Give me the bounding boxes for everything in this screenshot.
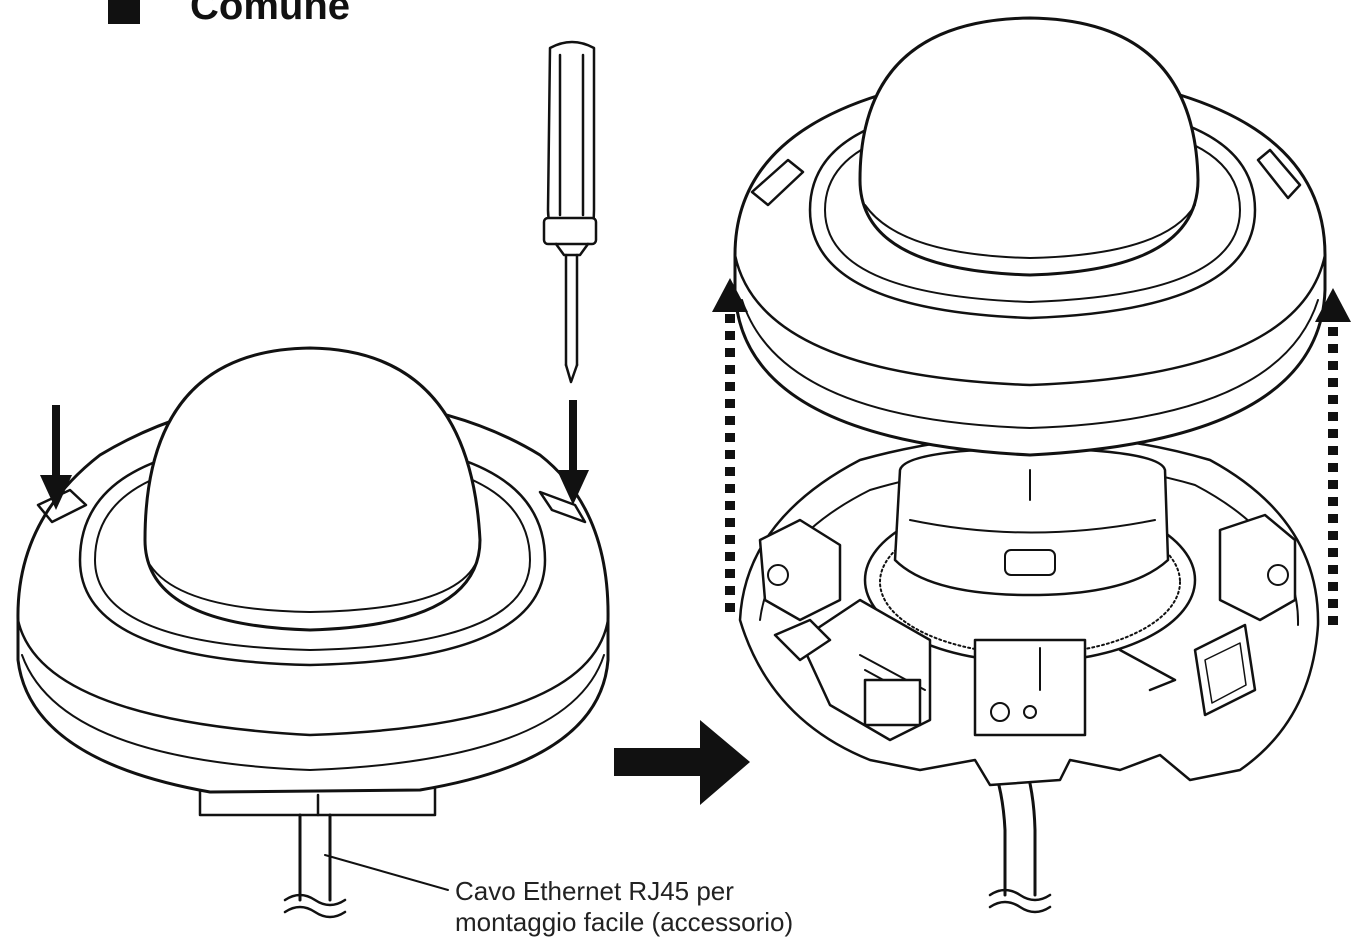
dotted-arrow-up-icon bbox=[712, 278, 748, 612]
square-bullet-icon bbox=[108, 0, 140, 24]
dome-cover bbox=[143, 346, 482, 632]
screw-slot-right bbox=[1256, 148, 1302, 200]
section-title: Comune bbox=[190, 0, 350, 28]
callout-line-1: Cavo Ethernet RJ45 per bbox=[455, 876, 734, 906]
camera-exploded bbox=[712, 16, 1351, 914]
screw-slot-right bbox=[538, 490, 587, 524]
section-heading: Comune bbox=[108, 0, 350, 28]
screw-slot-left bbox=[750, 158, 805, 207]
ethernet-cable-left bbox=[283, 813, 347, 919]
screwdriver-icon bbox=[542, 40, 598, 384]
arrow-down-icon bbox=[557, 400, 589, 505]
callout-leader-line bbox=[324, 854, 449, 891]
arrow-down-icon bbox=[40, 405, 72, 510]
cable-callout: Cavo Ethernet RJ45 per montaggio facile … bbox=[455, 876, 793, 938]
camera-assembled bbox=[16, 346, 610, 919]
dotted-arrow-up-icon bbox=[1315, 288, 1351, 625]
arrow-right-icon bbox=[614, 720, 750, 805]
callout-line-2: montaggio facile (accessorio) bbox=[455, 907, 794, 937]
